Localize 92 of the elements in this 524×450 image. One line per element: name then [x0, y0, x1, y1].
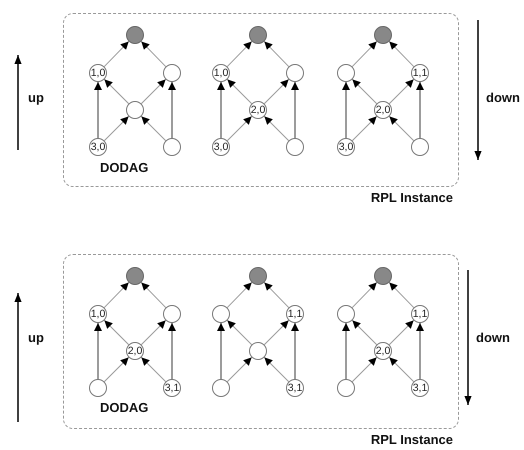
node-circle: 3,0 — [89, 138, 107, 156]
arrow — [352, 356, 378, 382]
node-circle — [411, 138, 429, 156]
arrow — [226, 356, 252, 382]
node-circle — [286, 138, 304, 156]
arrow — [352, 78, 378, 104]
arrow — [140, 78, 166, 104]
arrow — [140, 282, 166, 308]
node-circle: 1,0 — [89, 305, 107, 323]
arrow — [217, 82, 225, 138]
arrow — [291, 323, 299, 379]
arrow — [352, 116, 378, 142]
arrow — [264, 282, 290, 308]
node-circle: 2,0 — [126, 342, 144, 360]
root-node-circle — [249, 26, 267, 44]
node-circle — [212, 379, 230, 397]
arrow — [104, 116, 130, 142]
arrow — [104, 78, 130, 104]
direction-label: up — [28, 330, 44, 345]
direction-label: down — [476, 330, 510, 345]
node-circle: 2,0 — [249, 101, 267, 119]
arrow — [94, 82, 102, 138]
arrow — [264, 40, 290, 68]
direction-label: up — [28, 90, 44, 105]
arrow — [352, 40, 378, 68]
instance-title: RPL Instance — [370, 190, 453, 205]
arrow — [94, 323, 102, 379]
arrow — [264, 320, 290, 346]
node-circle: 3,1 — [411, 379, 429, 397]
node-circle: 1,0 — [212, 64, 230, 82]
arrow — [104, 320, 130, 346]
arrow — [140, 320, 166, 346]
node-circle: 2,0 — [374, 101, 392, 119]
root-node-circle — [374, 26, 392, 44]
node-circle: 3,0 — [337, 138, 355, 156]
arrow — [264, 356, 290, 382]
node-circle: 1,0 — [89, 64, 107, 82]
node-circle — [249, 342, 267, 360]
node-circle — [212, 305, 230, 323]
arrow — [140, 116, 166, 142]
node-circle — [163, 305, 181, 323]
arrow — [104, 282, 130, 308]
arrow — [291, 82, 299, 138]
arrow — [388, 78, 414, 104]
arrow — [264, 78, 290, 104]
arrow — [226, 116, 252, 142]
arrow — [168, 323, 176, 379]
arrow — [388, 40, 414, 68]
arrow — [342, 323, 350, 379]
arrow — [342, 82, 350, 138]
node-circle — [337, 379, 355, 397]
arrow — [226, 282, 252, 308]
node-circle: 2,0 — [374, 342, 392, 360]
node-circle — [337, 305, 355, 323]
arrow — [168, 82, 176, 138]
arrow — [352, 320, 378, 346]
node-circle — [286, 64, 304, 82]
node-circle: 1,1 — [286, 305, 304, 323]
node-circle — [163, 64, 181, 82]
arrow — [388, 320, 414, 346]
root-node-circle — [126, 267, 144, 285]
node-circle — [89, 379, 107, 397]
arrow — [416, 323, 424, 379]
root-node-circle — [374, 267, 392, 285]
graph-label: DODAG — [100, 400, 148, 415]
node-circle: 3,1 — [286, 379, 304, 397]
root-node-circle — [249, 267, 267, 285]
node-circle: 3,1 — [163, 379, 181, 397]
arrow — [388, 282, 414, 308]
arrow — [226, 78, 252, 104]
instance-title: RPL Instance — [370, 432, 453, 447]
node-circle: 1,1 — [411, 64, 429, 82]
arrow — [104, 356, 130, 382]
arrow — [140, 40, 166, 68]
root-node-circle — [126, 26, 144, 44]
direction-label: down — [486, 90, 520, 105]
arrow — [264, 116, 290, 142]
node-circle — [337, 64, 355, 82]
arrow — [388, 356, 414, 382]
arrow — [226, 320, 252, 346]
node-circle: 3,0 — [212, 138, 230, 156]
arrow — [140, 356, 166, 382]
node-circle — [163, 138, 181, 156]
node-circle: 1,1 — [411, 305, 429, 323]
arrow — [388, 116, 414, 142]
arrow — [352, 282, 378, 308]
graph-label: DODAG — [100, 160, 148, 175]
arrow — [416, 82, 424, 138]
node-circle — [126, 101, 144, 119]
arrow — [104, 40, 130, 68]
arrow — [226, 40, 252, 68]
arrow — [217, 323, 225, 379]
